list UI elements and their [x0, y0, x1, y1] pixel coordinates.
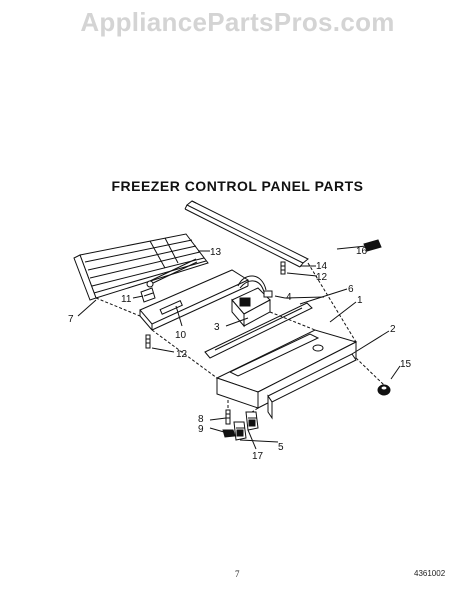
part-clip-small	[140, 287, 156, 303]
callout-12-lower: 12	[176, 349, 188, 360]
callout-2: 2	[390, 324, 396, 335]
part-control-housing	[215, 329, 358, 409]
page-title: FREEZER CONTROL PANEL PARTS	[111, 178, 364, 194]
callout-7: 7	[68, 314, 74, 325]
callout-14: 14	[316, 261, 328, 272]
callout-1: 1	[357, 295, 363, 306]
callout-9: 9	[198, 424, 204, 435]
callout-17: 16	[356, 246, 368, 257]
callout-11: 11	[121, 294, 132, 305]
leader-lines	[77, 245, 401, 450]
callout-labels: 16 14 12 4 6 1 2 15 13 11 3 10 7 12 8 9 …	[68, 246, 412, 462]
part-button-right	[233, 421, 247, 441]
part-front-trim	[267, 353, 357, 420]
callout-5: 5	[278, 442, 284, 453]
part-connector	[263, 290, 273, 298]
part-screw-lower	[145, 334, 151, 349]
callout-13: 13	[210, 247, 222, 258]
page-number: 7	[235, 569, 240, 579]
part-clip	[363, 239, 382, 252]
callout-8: 8	[198, 414, 204, 425]
part-nut	[222, 429, 236, 438]
watermark-logo: AppliancePartsPros.com	[80, 7, 395, 37]
part-knob	[377, 384, 391, 396]
document-code: 4361002	[414, 569, 446, 578]
callout-10: 10	[175, 330, 187, 341]
part-button-left	[245, 411, 259, 431]
callout-6: 6	[348, 284, 354, 295]
part-screw-bottom	[225, 409, 231, 425]
part-screw-upper	[280, 261, 286, 275]
callout-4: 4	[286, 292, 292, 303]
callout-15: 17	[252, 451, 264, 462]
part-mounting-plate	[139, 269, 250, 331]
callout-12-upper: 12	[316, 272, 328, 283]
callout-16: 15	[400, 359, 412, 370]
part-lens-cover	[73, 233, 209, 301]
callout-3: 3	[214, 322, 220, 333]
part-top-bracket	[184, 200, 309, 268]
part-rod	[146, 258, 198, 288]
part-thermostat	[231, 275, 271, 328]
part-strip	[204, 302, 313, 359]
